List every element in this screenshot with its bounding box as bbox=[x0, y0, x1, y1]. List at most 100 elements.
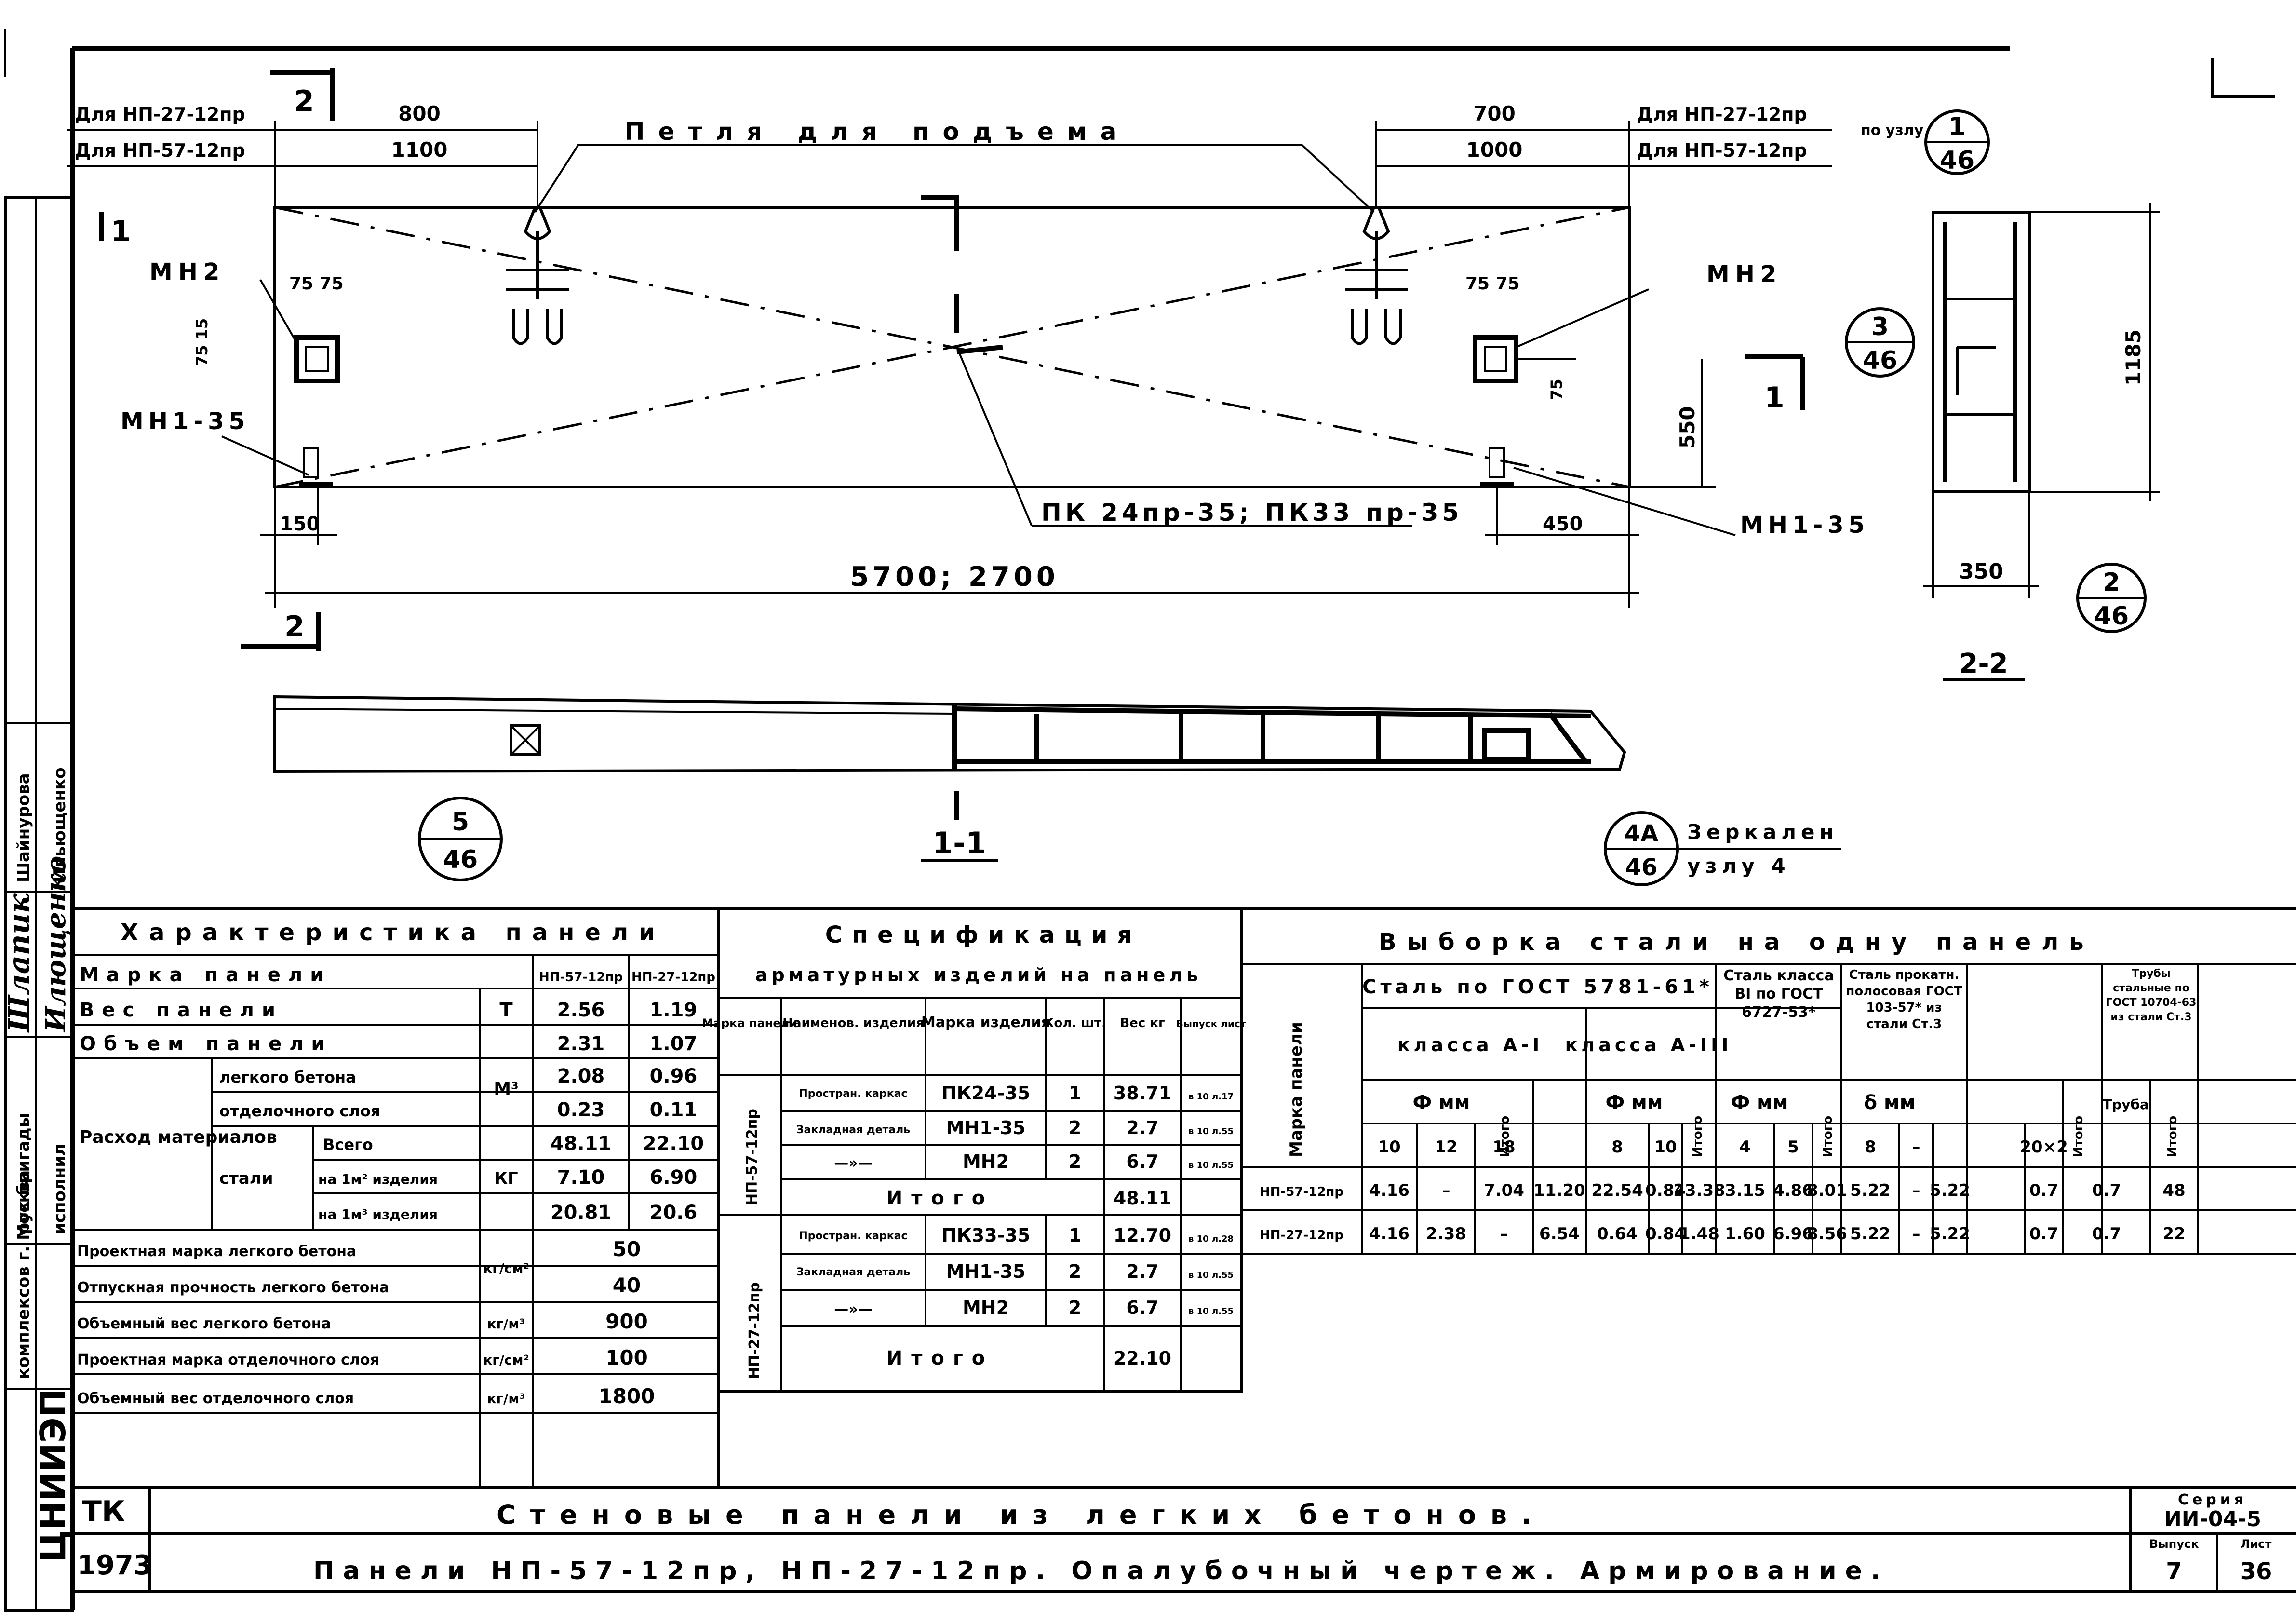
svg-text:Расход материалов: Расход материалов bbox=[80, 1127, 277, 1147]
characteristics-table: Характеристика панели Марка панели НП-57… bbox=[71, 907, 720, 1489]
svg-text:0.23: 0.23 bbox=[557, 1099, 605, 1121]
svg-text:Вес кг: Вес кг bbox=[1120, 1016, 1165, 1030]
svg-text:Закладная деталь: Закладная деталь bbox=[796, 1124, 910, 1136]
svg-text:ПК33-35: ПК33-35 bbox=[941, 1225, 1030, 1246]
svg-text:22.10: 22.10 bbox=[643, 1133, 704, 1155]
side-stamp-col3: исполнил bbox=[50, 1144, 69, 1234]
svg-text:2.7: 2.7 bbox=[1126, 1117, 1158, 1138]
svg-text:класса А-III: класса А-III bbox=[1565, 1034, 1732, 1056]
svg-text:Итого: Итого bbox=[2071, 1116, 2086, 1157]
svg-text:Закладная деталь: Закладная деталь bbox=[796, 1266, 910, 1278]
svg-text:Т: Т bbox=[499, 999, 513, 1021]
mirror-note-1: Зеркален bbox=[1687, 820, 1839, 844]
steel-sample-cell: – bbox=[1912, 1224, 1920, 1244]
svg-text:в 10 л.55: в 10 л.55 bbox=[1188, 1270, 1234, 1280]
issue-value: 7 bbox=[2166, 1558, 2182, 1585]
side-stamp-role-2: Ильющенко bbox=[50, 768, 69, 882]
svg-text:НП-57-12пр: НП-57-12пр bbox=[539, 970, 623, 985]
width-dim: 350 bbox=[1959, 559, 2003, 584]
svg-text:легкого бетона: легкого бетона bbox=[219, 1068, 356, 1086]
svg-text:НП-27-12пр: НП-27-12пр bbox=[746, 1282, 763, 1379]
tk-label: ТК bbox=[82, 1495, 125, 1529]
svg-text:2: 2 bbox=[1069, 1117, 1081, 1138]
height-dim: 1185 bbox=[2121, 329, 2145, 386]
svg-text:Итого: Итого bbox=[1821, 1116, 1835, 1157]
dim-75-right: 75 bbox=[1547, 379, 1566, 400]
svg-text:2.7: 2.7 bbox=[1126, 1261, 1158, 1282]
year-label: 1973 bbox=[77, 1550, 152, 1581]
dim-75-75-right: 75 75 bbox=[1465, 274, 1520, 294]
svg-text:2.08: 2.08 bbox=[557, 1065, 605, 1087]
plate-mn2-left bbox=[294, 335, 340, 383]
svg-text:—»—: —»— bbox=[834, 1155, 872, 1172]
title-line-1: Стеновые панели из легких бетонов. bbox=[497, 1500, 1546, 1530]
left-dim-top: 800 bbox=[398, 102, 441, 125]
svg-text:2: 2 bbox=[1069, 1261, 1081, 1282]
svg-text:1: 1 bbox=[1069, 1225, 1081, 1246]
steel-sample-cell: 48 bbox=[2162, 1181, 2185, 1200]
steel-sample-cell: 22 bbox=[2162, 1224, 2185, 1244]
svg-text:Итого: Итого bbox=[886, 1187, 994, 1209]
left-dim-label-bottom: Для НП-57-12пр bbox=[75, 140, 245, 161]
steel-sample-cell: 5.22 bbox=[1930, 1224, 1970, 1244]
svg-text:НП-27-12пр: НП-27-12пр bbox=[631, 970, 715, 985]
side-stamp-col2: рук бригады bbox=[14, 1113, 33, 1234]
dim-550: 550 bbox=[1676, 406, 1699, 448]
callout-5-46: 5 46 bbox=[418, 797, 503, 881]
left-dim-bottom: 1100 bbox=[391, 138, 448, 162]
loop-title: Петля для подъема bbox=[625, 118, 1130, 146]
svg-text:Марка панели: Марка панели bbox=[1287, 1022, 1306, 1157]
side-stamp-role-1: Шайнурова bbox=[14, 773, 33, 882]
dim-75-15: 75 15 bbox=[193, 318, 211, 366]
section-mark-1-right: 1 bbox=[1764, 381, 1785, 415]
title-block: ТК 1973 Стеновые панели из легких бетоно… bbox=[72, 1486, 2296, 1593]
steel-sample-subheader-cell: 5 bbox=[1787, 1137, 1799, 1157]
svg-text:стали: стали bbox=[219, 1169, 273, 1188]
svg-text:МН2: МН2 bbox=[963, 1297, 1009, 1318]
steel-sample-cell: – bbox=[1442, 1181, 1450, 1200]
steel-sample-row-mark: НП-57-12пр bbox=[1260, 1185, 1343, 1199]
svg-text:40: 40 bbox=[613, 1273, 641, 1297]
svg-text:Кол. шт.: Кол. шт. bbox=[1044, 1016, 1106, 1030]
svg-text:3: 3 bbox=[1871, 312, 1889, 341]
svg-text:2.31: 2.31 bbox=[557, 1033, 605, 1055]
steel-sample-cell: – bbox=[1500, 1224, 1508, 1244]
svg-text:Вес панели: Вес панели bbox=[80, 999, 283, 1021]
svg-text:—»—: —»— bbox=[834, 1301, 872, 1318]
svg-text:Объемный вес легкого бетона: Объемный вес легкого бетона bbox=[77, 1315, 331, 1332]
svg-text:Итого: Итого bbox=[886, 1347, 994, 1369]
svg-text:1: 1 bbox=[1069, 1083, 1081, 1104]
svg-text:20.6: 20.6 bbox=[650, 1202, 698, 1224]
mn1-35-left-label: МН1-35 bbox=[121, 408, 250, 435]
svg-text:Итого: Итого bbox=[1498, 1116, 1512, 1157]
svg-text:Отпускная прочность легкого бе: Отпускная прочность легкого бетона bbox=[77, 1279, 389, 1296]
steel-sample-cell: 6.96 bbox=[1773, 1224, 1813, 1244]
svg-text:на 1м² изделия: на 1м² изделия bbox=[318, 1171, 438, 1187]
steel-sample-cell: 0.64 bbox=[1597, 1224, 1638, 1244]
issue-label: Выпуск bbox=[2149, 1537, 2199, 1551]
section-1-1: 1-1 bbox=[273, 695, 1626, 862]
steel-sample-cell: 22.54 bbox=[1591, 1181, 1643, 1200]
characteristics-title: Характеристика панели bbox=[121, 919, 666, 946]
svg-text:Простран. каркас: Простран. каркас bbox=[799, 1088, 907, 1100]
section-mark-2-bottom: 2 bbox=[284, 610, 305, 644]
svg-text:50: 50 bbox=[613, 1237, 641, 1261]
svg-text:2: 2 bbox=[1069, 1297, 1081, 1318]
svg-text:Ф мм: Ф мм bbox=[1413, 1092, 1470, 1114]
svg-text:Объемный вес отделочного слоя: Объемный вес отделочного слоя bbox=[77, 1390, 354, 1407]
steel-sample-title: Выборка стали на одну панель bbox=[1379, 929, 2095, 956]
panel-elevation: Петля для подъема МН2 МН2 75 75 75 75 75… bbox=[67, 68, 1924, 651]
side-stamp: ЦНИИЭП комплексов г. Москва рук бригады … bbox=[2, 196, 74, 1612]
pk-label: ПК 24пр-35; ПК33 пр-35 bbox=[1041, 499, 1463, 527]
section-mark-2-top: 2 bbox=[294, 84, 314, 118]
steel-sample-cell: 23.38 bbox=[1673, 1181, 1725, 1200]
svg-text:46: 46 bbox=[1863, 346, 1897, 375]
series-value: ИИ-04-5 bbox=[2164, 1507, 2261, 1531]
right-dim-bottom: 1000 bbox=[1466, 138, 1523, 162]
sheet-label: Лист bbox=[2241, 1537, 2272, 1551]
svg-text:МН1-35: МН1-35 bbox=[946, 1117, 1026, 1138]
svg-text:Итого: Итого bbox=[2165, 1116, 2180, 1157]
svg-text:900: 900 bbox=[605, 1310, 648, 1333]
